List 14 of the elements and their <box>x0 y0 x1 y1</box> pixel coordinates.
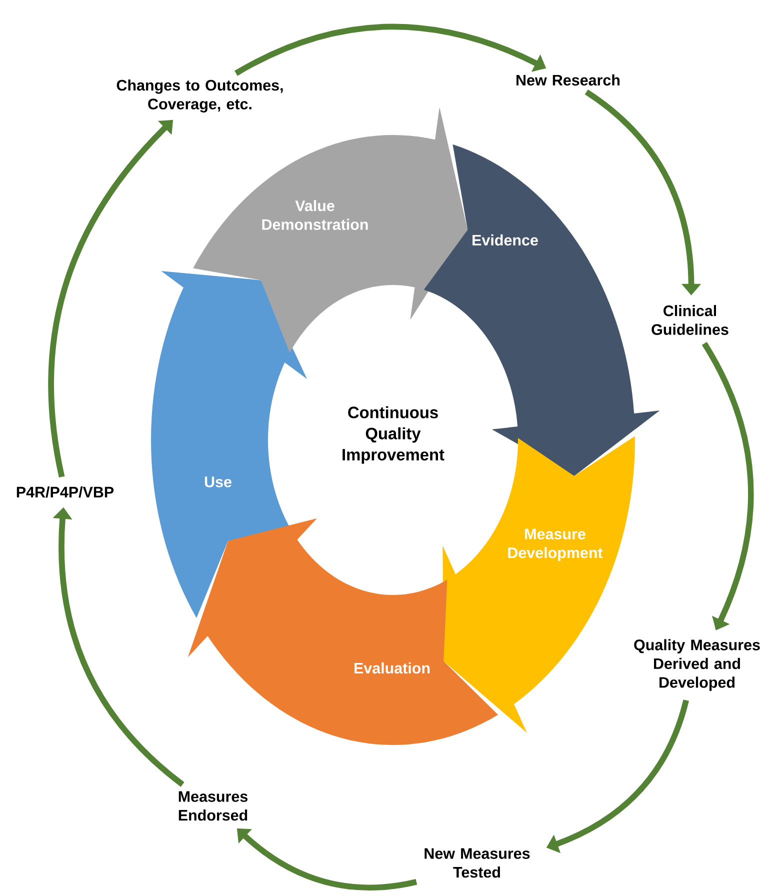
curved-arrow <box>702 342 754 630</box>
stage-label: P4R/P4P/VBP <box>16 486 114 498</box>
curved-arrow <box>234 24 546 76</box>
stage-label: Measures Endorsed <box>178 791 248 821</box>
ring-segment: Evaluation <box>188 518 498 745</box>
curved-arrow <box>584 90 700 295</box>
curved-arrow <box>48 120 173 478</box>
stage-label: New Research <box>516 74 620 86</box>
curved-arrow <box>237 828 418 891</box>
curved-arrow <box>547 699 689 852</box>
ring-segment: Use <box>151 271 308 618</box>
stage-label: New Measures Tested <box>424 848 530 878</box>
curved-arrow <box>54 508 184 787</box>
stage-label: Quality Measures Derived and Developed <box>634 639 760 691</box>
